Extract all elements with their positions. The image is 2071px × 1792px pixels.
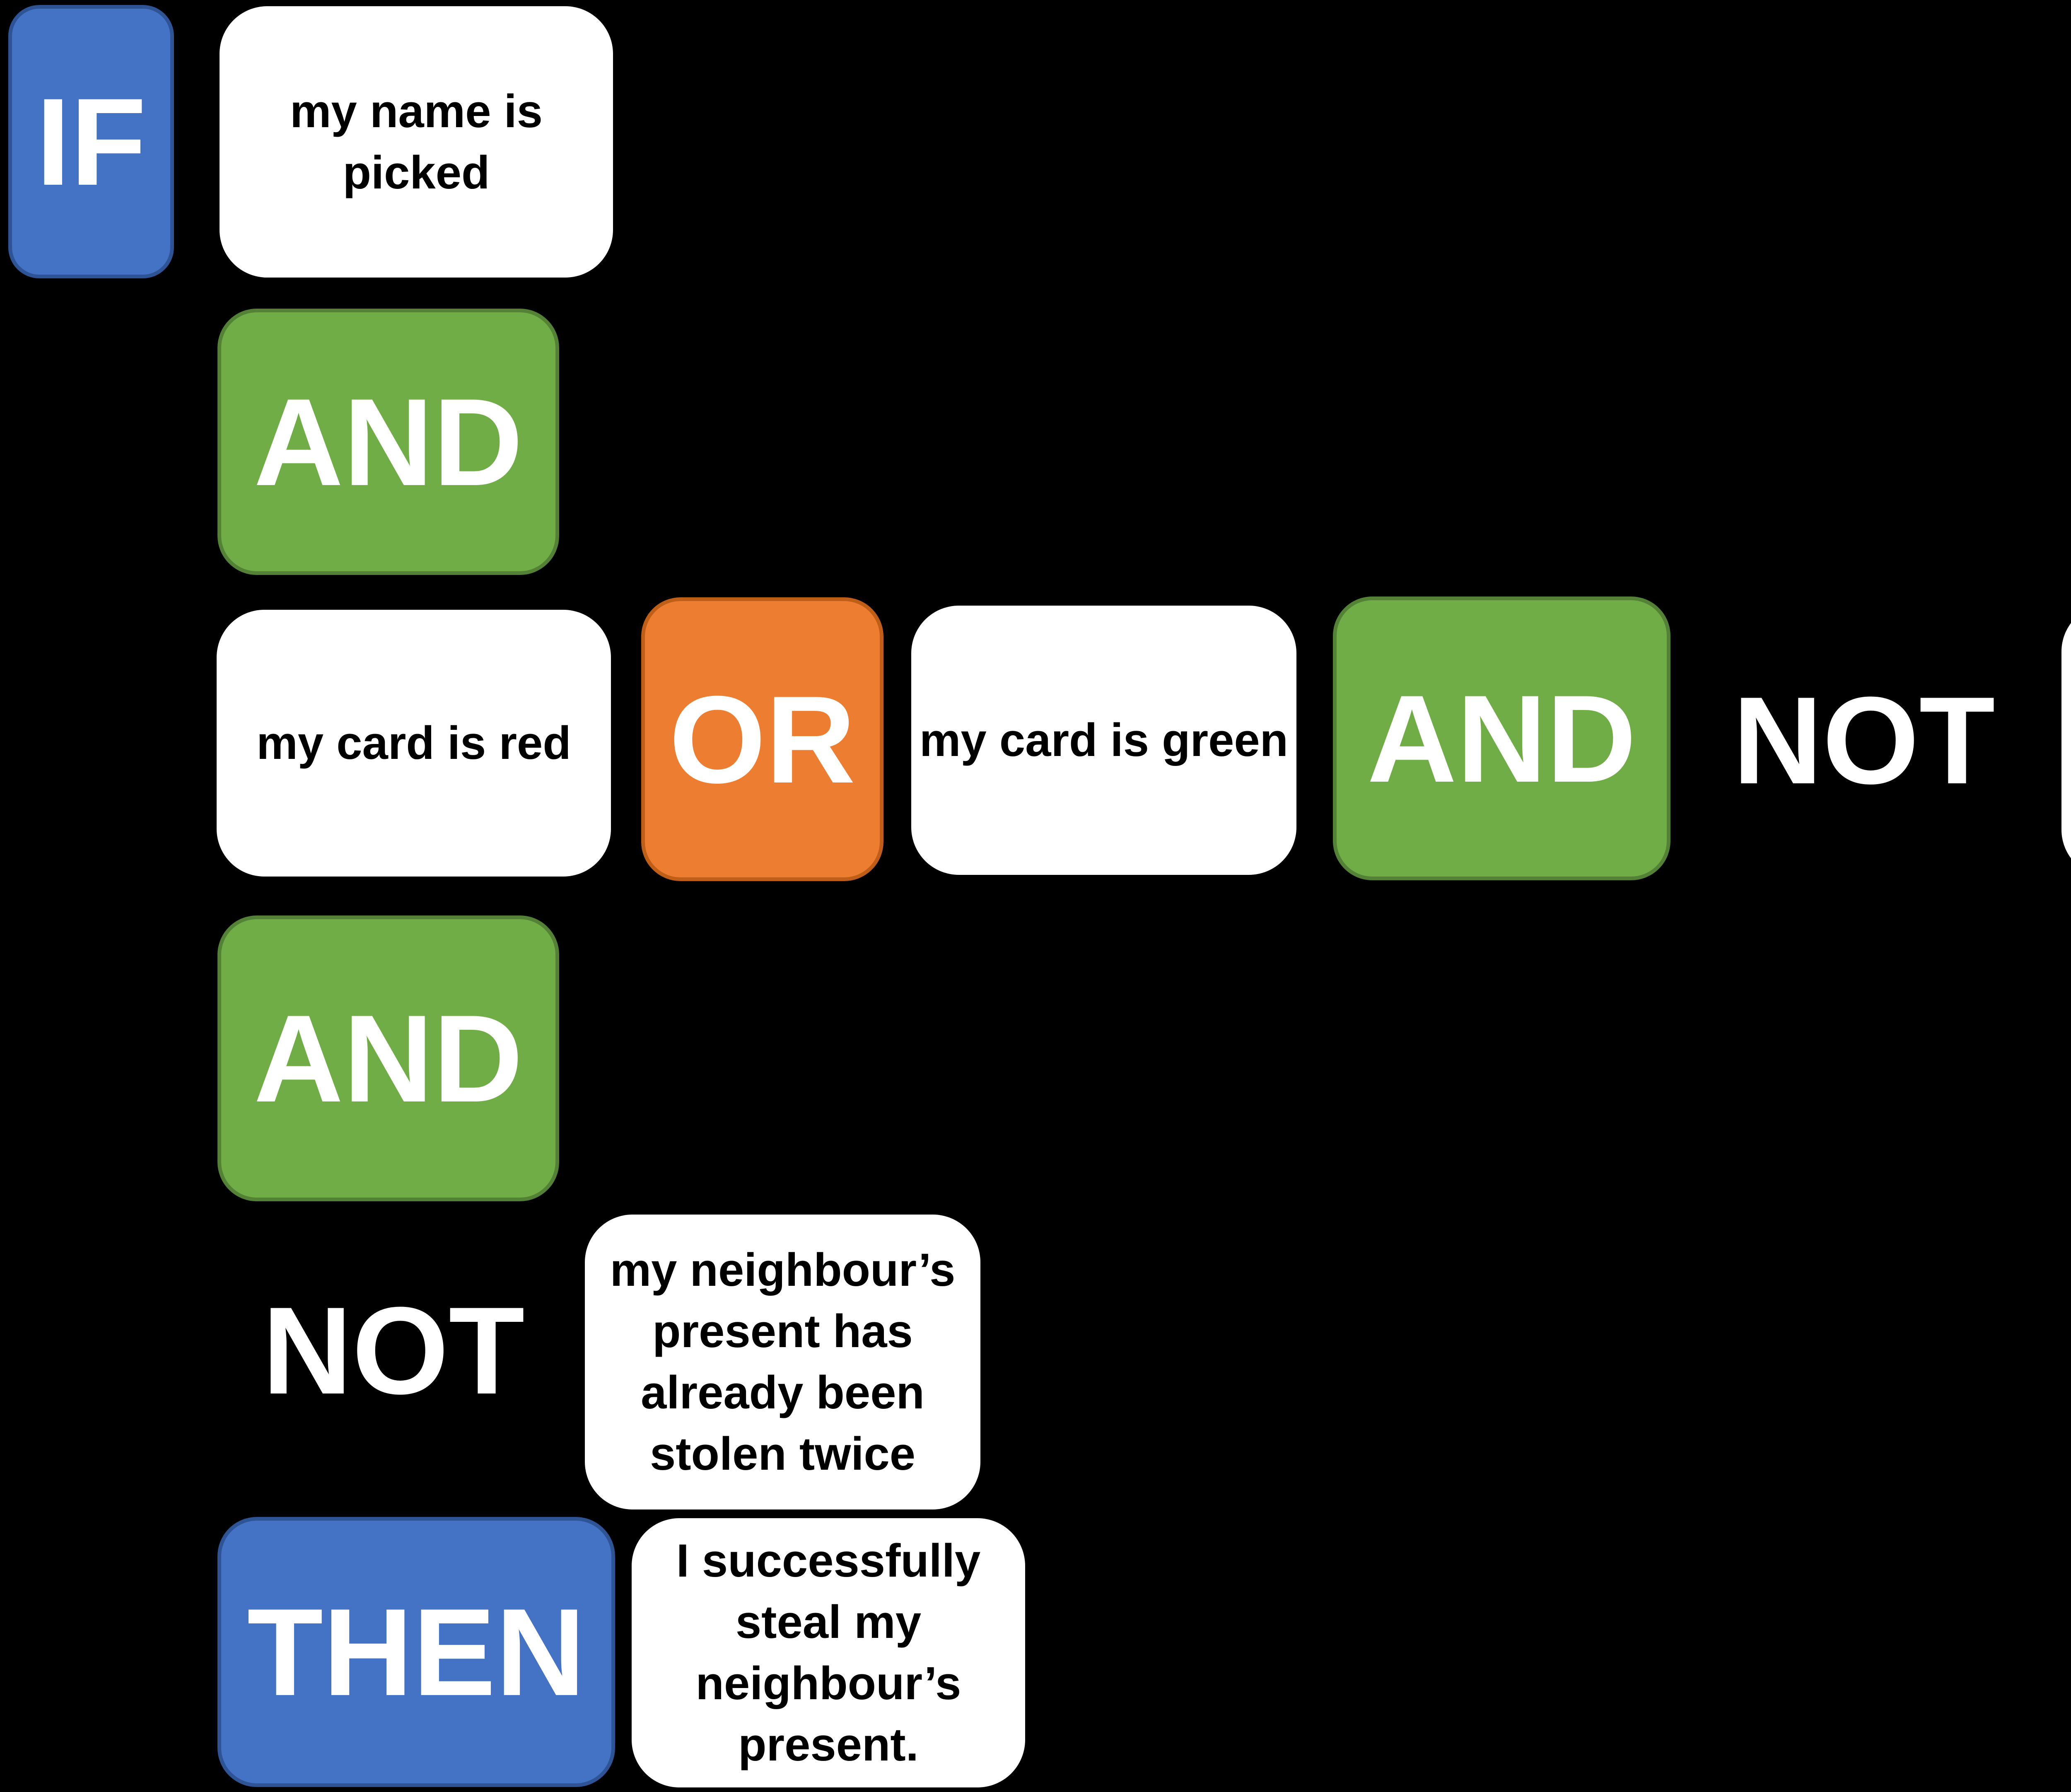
and-keyword-label-3: AND <box>253 989 523 1128</box>
and-keyword-block-3: AND <box>217 915 559 1201</box>
not-keyword-text-1: NOT <box>1719 606 2009 875</box>
condition-card-card-green-text: my card is green <box>919 714 1289 766</box>
and-keyword-block-1: AND <box>217 309 559 575</box>
condition-card-card-red: my card is red <box>217 610 611 877</box>
action-card-steal-present: I successfully steal my neighbour’s pres… <box>632 1518 1025 1787</box>
if-keyword-label: IF <box>36 72 147 211</box>
and-keyword-label-1: AND <box>253 372 523 512</box>
condition-card-card-green: my card is green <box>911 606 1296 875</box>
condition-card-stolen-twice-text: my neighbour’s present has already been … <box>610 1244 956 1480</box>
not-keyword-label-1: NOT <box>1733 671 1995 810</box>
not-keyword-label-2: NOT <box>262 1281 525 1420</box>
condition-card-stolen-twice: my neighbour’s present has already been … <box>585 1215 980 1509</box>
condition-card-name-picked: my name is picked <box>220 6 613 278</box>
condition-card-name-picked-text: my name is picked <box>290 85 543 198</box>
then-keyword-block: THEN <box>217 1517 615 1787</box>
or-keyword-block: OR <box>641 597 883 881</box>
or-keyword-label: OR <box>669 669 856 809</box>
action-card-steal-present-text: I successfully steal my neighbour’s pres… <box>676 1535 981 1770</box>
condition-card-card-red-text: my card is red <box>256 717 571 769</box>
not-keyword-text-2: NOT <box>259 1216 528 1485</box>
and-keyword-block-2: AND <box>1333 597 1670 880</box>
then-keyword-label: THEN <box>247 1582 586 1722</box>
condition-card-present-on-table: there’s a present on the table <box>2061 604 2071 877</box>
if-keyword-block: IF <box>8 5 174 278</box>
and-keyword-label-2: AND <box>1367 669 1637 808</box>
